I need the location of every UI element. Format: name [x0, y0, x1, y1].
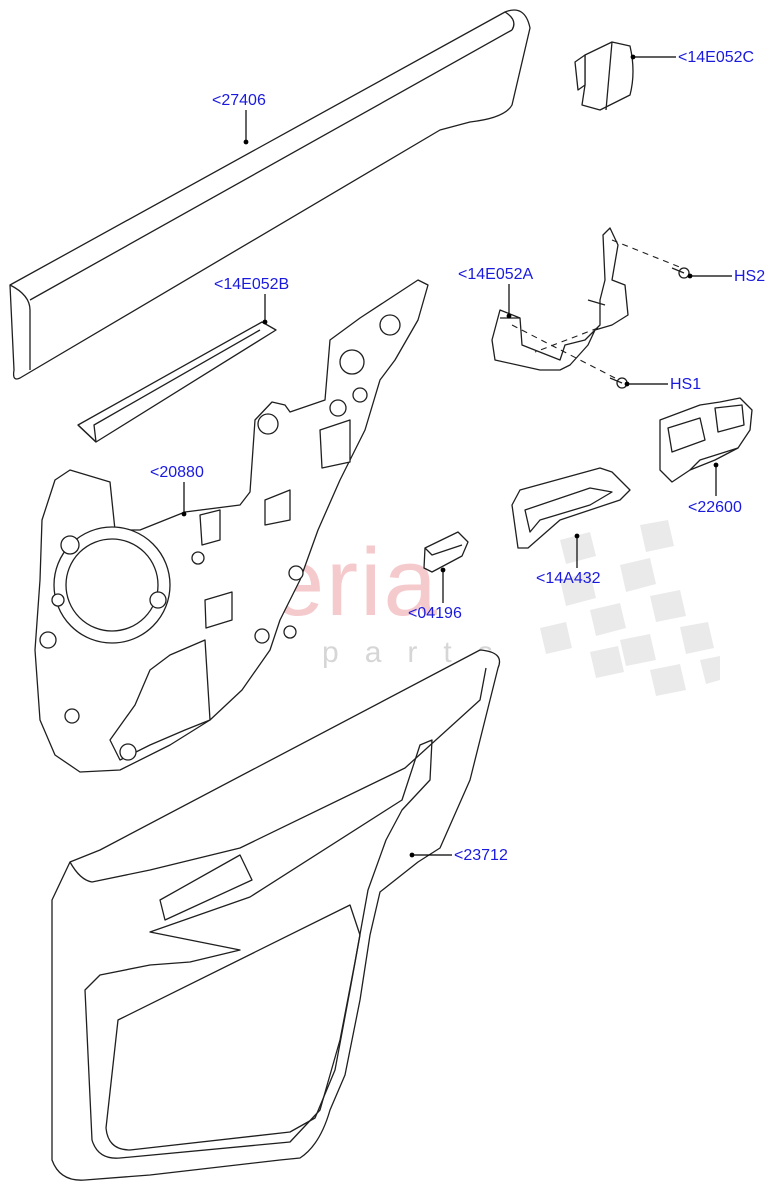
- part-23712-lower-trim: [51, 649, 501, 1181]
- callout-14A432[interactable]: <14A432: [536, 570, 601, 587]
- callout-27406[interactable]: <27406: [212, 92, 266, 109]
- leader-lines: [183, 56, 732, 856]
- callout-22600[interactable]: <22600: [688, 499, 742, 516]
- leader-dots: [181, 54, 719, 858]
- callout-04196[interactable]: <04196: [408, 605, 462, 622]
- screw-hs1: [609, 377, 628, 389]
- part-14E052A-bracket: [491, 227, 629, 371]
- checkered-flag-watermark: [540, 520, 720, 696]
- callout-HS1[interactable]: HS1: [670, 376, 702, 393]
- part-20880-carrier: [34, 279, 429, 773]
- part-27406-upper-trim: [9, 9, 531, 380]
- callout-14E052A[interactable]: <14E052A: [458, 266, 534, 283]
- part-14E052C-bracket: [574, 41, 634, 111]
- part-04196-clip: [423, 531, 469, 573]
- part-14A432-bezel: [511, 467, 631, 549]
- callout-20880[interactable]: <20880: [150, 464, 204, 481]
- callout-23712[interactable]: <23712: [454, 847, 508, 864]
- callout-14E052B[interactable]: <14E052B: [214, 276, 290, 293]
- screw-hs2: [671, 267, 690, 279]
- part-14E052B-strip: [77, 321, 277, 443]
- callout-HS2[interactable]: HS2: [734, 268, 766, 285]
- callout-14E052C[interactable]: <14E052C: [678, 49, 755, 66]
- part-22600-handle-mech: [659, 397, 753, 483]
